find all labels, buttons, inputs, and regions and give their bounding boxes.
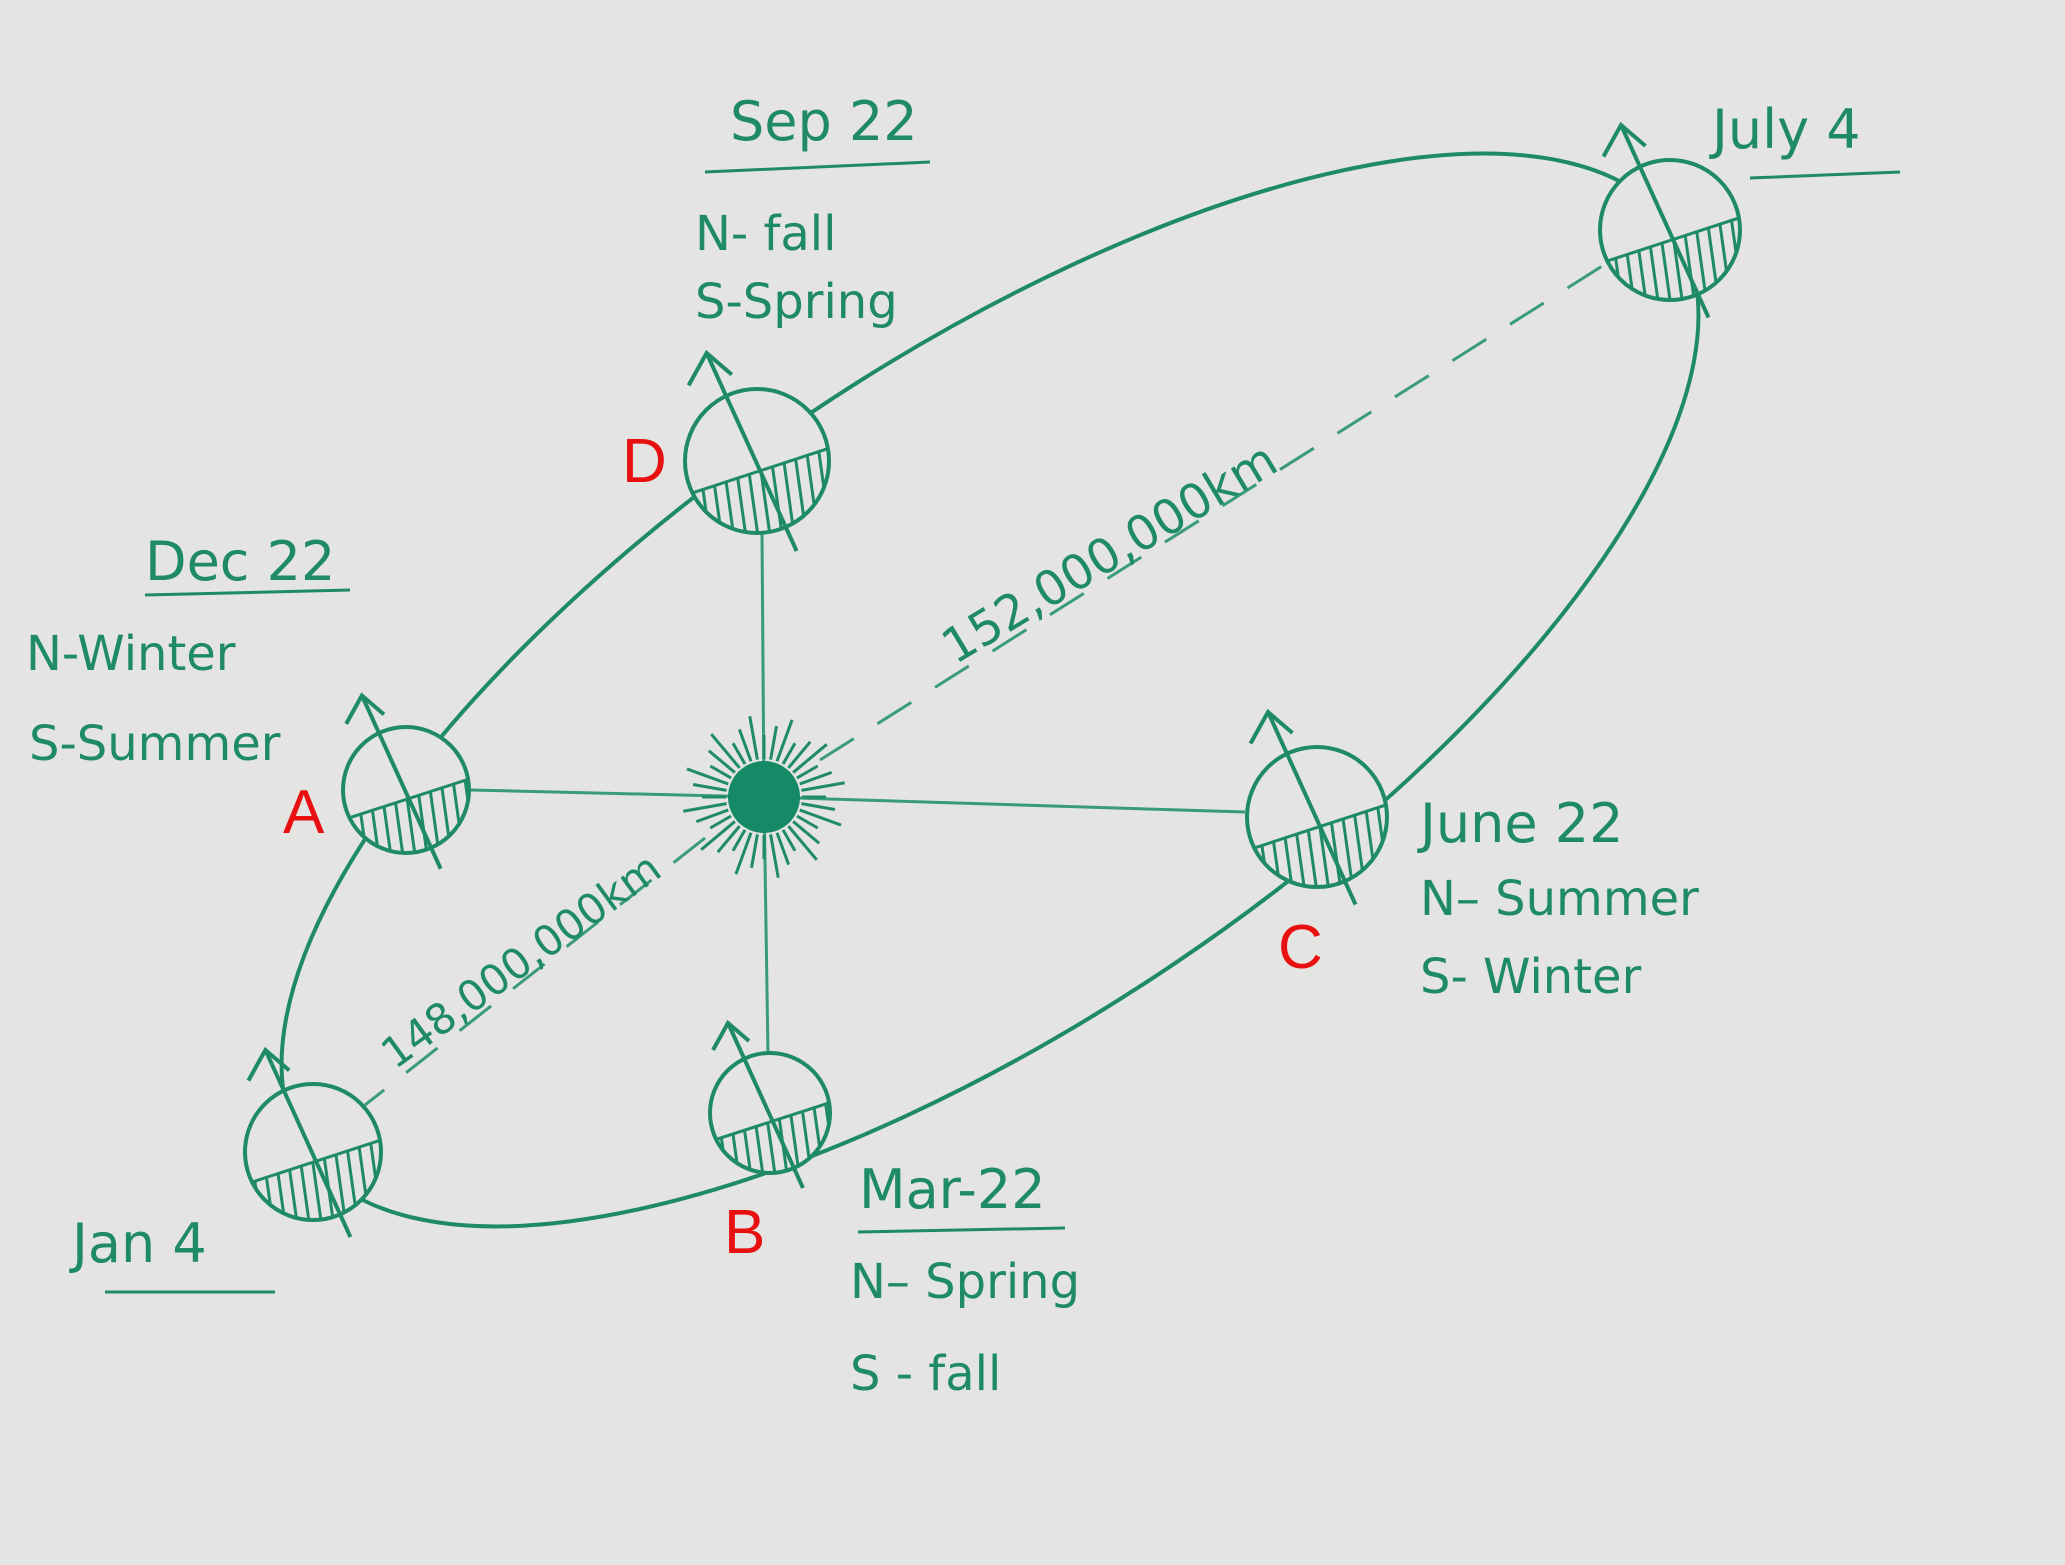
sun-ray <box>781 829 797 852</box>
sun-ray <box>799 770 833 786</box>
sun-ray <box>695 808 729 824</box>
earth-jan <box>243 1046 383 1238</box>
date-jul: July 4 <box>1709 98 1861 161</box>
sun-core <box>728 761 800 833</box>
sun-ray <box>775 719 794 762</box>
sun-icon <box>682 715 846 879</box>
sun-ray <box>775 832 791 866</box>
marker-d: D <box>622 427 667 496</box>
axis-arrow-icon <box>360 694 443 870</box>
sun-ray <box>700 820 736 851</box>
sun-ray <box>707 749 736 774</box>
sun-ray <box>796 764 819 780</box>
date-sep: Sep 22 <box>730 90 918 153</box>
sun-ray <box>731 742 747 765</box>
north-jun: N– Summer <box>1420 871 1699 927</box>
south-dec: S-Summer <box>29 716 281 772</box>
earth-jul <box>1598 121 1742 319</box>
sun-ray <box>787 825 818 861</box>
axis-arrow-icon <box>1619 124 1711 319</box>
aphelion-line <box>819 256 1616 762</box>
marker-b: B <box>724 1198 765 1267</box>
sun-ray <box>792 743 828 774</box>
sun-ray <box>769 834 780 879</box>
axis-arrow-icon <box>263 1049 353 1238</box>
earth-jun <box>1245 708 1389 906</box>
date-jun: June 22 <box>1417 792 1623 855</box>
north-dec: N-Winter <box>26 626 236 682</box>
sun-ray <box>769 725 778 760</box>
sun-ray <box>686 767 729 786</box>
label-jul: July 4 <box>1709 98 1901 180</box>
label-sep: Sep 22 N- fall S-Spring D <box>622 90 931 496</box>
axis-arrow-icon <box>726 1022 805 1189</box>
south-mar: S - fall <box>850 1346 1001 1402</box>
sun-ray <box>682 802 727 813</box>
sun-ray <box>796 814 819 830</box>
sun-ray <box>801 781 846 792</box>
sun-ray <box>801 802 836 811</box>
sun-ray <box>799 808 842 827</box>
sun-ray <box>787 740 812 769</box>
sun-ray <box>710 733 741 769</box>
north-mar: N– Spring <box>850 1254 1080 1310</box>
perihelion-line <box>364 836 706 1107</box>
north-sep: N- fall <box>695 206 836 262</box>
south-sep: S-Spring <box>695 274 898 330</box>
sun-ray <box>792 820 821 845</box>
marker-a: A <box>283 778 325 847</box>
sun-ray <box>737 728 753 762</box>
label-dec: Dec 22 N-Winter S-Summer A <box>26 530 351 847</box>
sun-ray <box>748 715 759 760</box>
marker-c: C <box>1278 913 1323 982</box>
date-dec: Dec 22 <box>145 530 335 593</box>
sun-ray <box>709 764 732 780</box>
axis-arrow-icon <box>704 352 799 552</box>
date-mar: Mar-22 <box>859 1158 1046 1221</box>
sun-ray <box>750 834 759 869</box>
earth-dec <box>341 692 471 870</box>
sun-ray <box>734 832 753 875</box>
perihelion-distance: 148,000,000km <box>372 843 670 1078</box>
sun-ray <box>692 783 727 792</box>
sun-ray <box>781 742 797 765</box>
earth-sep <box>683 349 831 552</box>
aphelion-distance: 152,000,000km <box>932 432 1286 676</box>
label-jan: Jan 4 <box>69 1212 275 1294</box>
sun-ray <box>709 814 732 830</box>
date-jan: Jan 4 <box>69 1212 207 1275</box>
sun-ray <box>731 829 747 852</box>
earth-mar <box>708 1019 832 1189</box>
south-jun: S- Winter <box>1420 949 1642 1005</box>
sun-ray <box>716 825 741 854</box>
label-mar: Mar-22 N– Spring S - fall B <box>724 1158 1080 1402</box>
label-jun: June 22 N– Summer S- Winter C <box>1278 792 1699 1005</box>
axis-arrow-icon <box>1266 711 1358 906</box>
